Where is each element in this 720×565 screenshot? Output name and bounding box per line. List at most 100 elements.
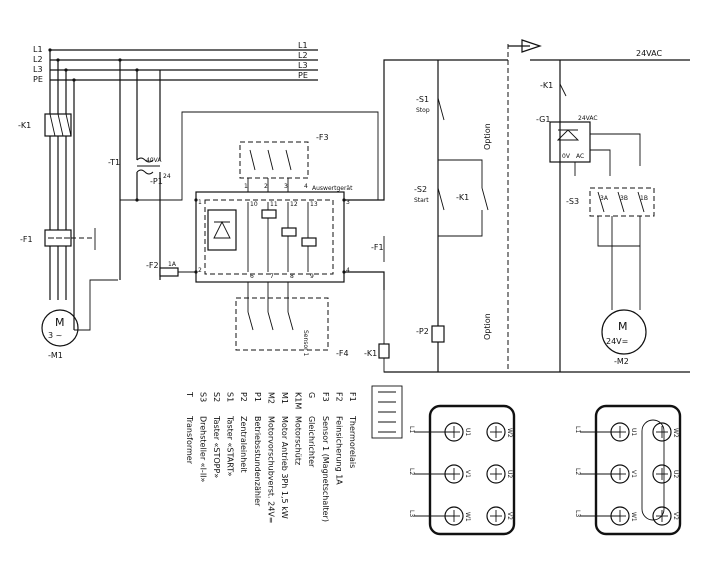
g1-0v: 0V bbox=[562, 153, 571, 160]
terminal-line-label: L2 bbox=[408, 468, 415, 475]
terminal-bottom-label: U2 bbox=[672, 470, 679, 478]
control-circuit: -F1 -S1 Stop -S2 Start -K1 -K1 -P2 Optio… bbox=[344, 39, 690, 373]
motor-m1 bbox=[41, 309, 79, 347]
k1-coil-label: -K1 bbox=[364, 349, 377, 358]
terminal-stud bbox=[444, 464, 464, 484]
svg-text:13: 13 bbox=[310, 201, 318, 208]
f3-switch-group: -F3 1 2 3 4 bbox=[239, 133, 329, 192]
terminal-stud bbox=[610, 464, 630, 484]
svg-text:3A: 3A bbox=[600, 195, 609, 202]
legend-code: M1 bbox=[280, 392, 289, 404]
terminal-stud bbox=[652, 422, 672, 442]
control-voltage-label: 24VAC bbox=[636, 49, 662, 58]
motor-m2-symbol: M bbox=[618, 320, 628, 333]
terminal-line-label: L2 bbox=[574, 468, 581, 475]
svg-text:3B: 3B bbox=[620, 195, 628, 202]
svg-text:2: 2 bbox=[264, 183, 268, 190]
terminal-stud bbox=[486, 422, 506, 442]
terminal-stud bbox=[652, 464, 672, 484]
motor-m2-subtitle: 24V= bbox=[606, 337, 628, 346]
svg-text:7: 7 bbox=[270, 273, 274, 280]
terminal-top-label: W1 bbox=[630, 512, 637, 522]
p1-label: -P1 bbox=[150, 177, 163, 186]
terminal-bottom-label: V2 bbox=[506, 512, 513, 520]
svg-text:12: 12 bbox=[290, 201, 298, 208]
g1-label: -G1 bbox=[536, 115, 550, 124]
bus-label-l2-right: L2 bbox=[298, 51, 308, 60]
g1-ac: 24VAC bbox=[578, 115, 598, 122]
svg-text:8: 8 bbox=[290, 273, 294, 280]
terminal-line-label: L1 bbox=[408, 426, 415, 433]
bus-label-l2: L2 bbox=[33, 55, 43, 64]
option-label-1: Option bbox=[483, 123, 492, 150]
legend-description: Motorvorschubverst. 24V= bbox=[266, 416, 275, 524]
t1-label: -T1 bbox=[108, 158, 120, 167]
bus-label-l1-right: L1 bbox=[298, 41, 308, 50]
s3-switch: -S3 3A 3B 1B bbox=[566, 187, 655, 276]
legend-description: Sensor 1 (Magnetschalter) bbox=[321, 416, 330, 522]
legend-code: F3 bbox=[321, 392, 330, 402]
bus-label-pe: PE bbox=[33, 75, 43, 84]
bus-label-l1: L1 bbox=[33, 45, 43, 54]
bus-label-l3: L3 bbox=[33, 65, 43, 74]
g1-ac2: AC bbox=[576, 153, 584, 160]
legend-description: Feinsicherung 1A bbox=[334, 416, 343, 485]
bus-label-pe-right: PE bbox=[298, 71, 308, 80]
s1-label: -S1 bbox=[416, 95, 429, 104]
sensor-label: Sensor 1 bbox=[302, 330, 309, 356]
k1-left-label: -K1 bbox=[18, 121, 31, 130]
legend-code: S2 bbox=[212, 392, 221, 402]
f2-rating: 1A bbox=[168, 261, 177, 268]
legend-code: F2 bbox=[334, 392, 343, 402]
t1-secondary: 24 bbox=[163, 173, 171, 180]
f1-left-label: -F1 bbox=[20, 235, 33, 244]
legend-description: Gleichrichter bbox=[307, 416, 316, 468]
terminal-stud bbox=[444, 422, 464, 442]
legend-code: M2 bbox=[266, 392, 275, 404]
f2-label: -F2 bbox=[146, 261, 159, 270]
motor-m1-subtitle: 3 ~ bbox=[48, 331, 62, 340]
f4-label: -F4 bbox=[336, 349, 349, 358]
terminal-line-label: L3 bbox=[574, 510, 581, 517]
f4-sensor-group: -F4 Sensor 1 bbox=[235, 282, 349, 358]
s2-label: -S2 bbox=[414, 185, 427, 194]
terminal-top-label: V1 bbox=[630, 470, 637, 478]
svg-text:1B: 1B bbox=[640, 195, 648, 202]
terminal-stud bbox=[610, 506, 630, 526]
terminal-stud bbox=[444, 506, 464, 526]
svg-text:6: 6 bbox=[250, 273, 254, 280]
s3-label: -S3 bbox=[566, 197, 579, 206]
supply-bus: L1 L2 L3 PE L1 L2 L3 PE bbox=[33, 41, 318, 84]
rectifier-section: -K1 -G1 24VAC 0V AC bbox=[536, 60, 641, 176]
svg-text:11: 11 bbox=[270, 201, 278, 208]
terminal-stud bbox=[486, 464, 506, 484]
option-label-2: Option bbox=[483, 313, 492, 340]
p2-label: -P2 bbox=[416, 327, 429, 336]
k1-right-label: -K1 bbox=[540, 81, 553, 90]
terminal-bottom-label: U2 bbox=[506, 470, 513, 478]
legend-code: K1M bbox=[294, 392, 303, 409]
svg-text:3: 3 bbox=[284, 183, 288, 190]
terminal-stud bbox=[610, 422, 630, 442]
legend-description: Zentraleinheit bbox=[239, 416, 248, 473]
svg-text:1: 1 bbox=[198, 199, 202, 206]
motor-m1-label: -M1 bbox=[48, 351, 63, 360]
svg-text:3: 3 bbox=[346, 199, 350, 206]
terminal-top-label: U1 bbox=[630, 428, 637, 436]
svg-text:10: 10 bbox=[250, 201, 258, 208]
terminal-bottom-label: W2 bbox=[506, 428, 513, 438]
terminal-stud bbox=[652, 506, 672, 526]
svg-text:2: 2 bbox=[198, 267, 202, 274]
legend-description: Taster «START» bbox=[226, 415, 235, 477]
legend-description: Thermorelais bbox=[348, 415, 357, 468]
auswerte-label: Auswertgerät bbox=[312, 185, 353, 192]
f3-label: -F3 bbox=[316, 133, 329, 142]
svg-text:9: 9 bbox=[310, 273, 314, 280]
terminal-top-label: U1 bbox=[464, 428, 471, 436]
svg-text:1: 1 bbox=[244, 183, 248, 190]
legend-code: S1 bbox=[226, 392, 235, 402]
bus-label-l3-right: L3 bbox=[298, 61, 308, 70]
